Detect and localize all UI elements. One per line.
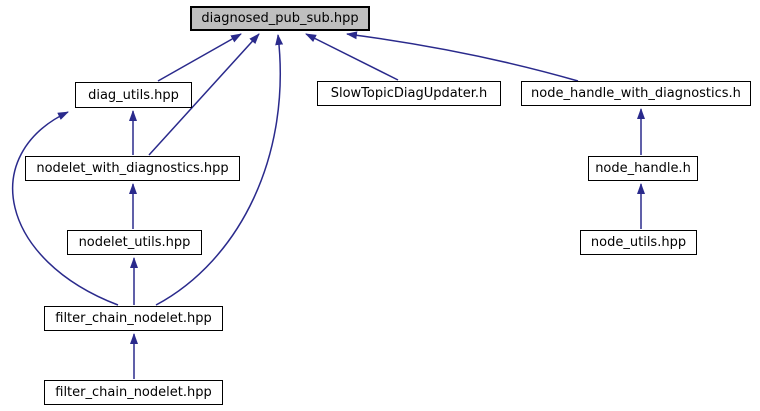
node-node-utils-hpp[interactable]: node_utils.hpp — [580, 230, 697, 255]
node-nodelet-utils-hpp[interactable]: nodelet_utils.hpp — [67, 230, 202, 255]
edge-node-handle-with-diagnostics-to-diagnosed-pub-sub — [346, 31, 579, 82]
node-node-handle-with-diagnostics-h[interactable]: node_handle_with_diagnostics.h — [521, 81, 751, 106]
edge-diag-utils-to-diagnosed-pub-sub — [157, 33, 242, 82]
edge-nodelet-with-diagnostics-to-diagnosed-pub-sub — [148, 33, 260, 156]
edge-filter-chain-nodelet-to-diag-utils — [11, 111, 119, 306]
node-diagnosed-pub-sub-hpp: diagnosed_pub_sub.hpp — [190, 6, 370, 31]
node-slow-topic-diag-updater-h[interactable]: SlowTopicDiagUpdater.h — [317, 81, 501, 106]
edge-filter-chain-nodelet-to-diagnosed-pub-sub — [155, 34, 284, 306]
node-nodelet-with-diagnostics-hpp[interactable]: nodelet_with_diagnostics.hpp — [25, 156, 240, 181]
node-filter-chain-nodelet-hpp[interactable]: filter_chain_nodelet.hpp — [44, 306, 223, 331]
node-diag-utils-hpp[interactable]: diag_utils.hpp — [75, 82, 192, 108]
node-node-handle-h[interactable]: node_handle.h — [588, 156, 698, 181]
edge-slow-topic-diag-updater-to-diagnosed-pub-sub — [305, 33, 399, 81]
node-filter-chain-nodelet-hpp-2[interactable]: filter_chain_nodelet.hpp — [44, 380, 223, 405]
